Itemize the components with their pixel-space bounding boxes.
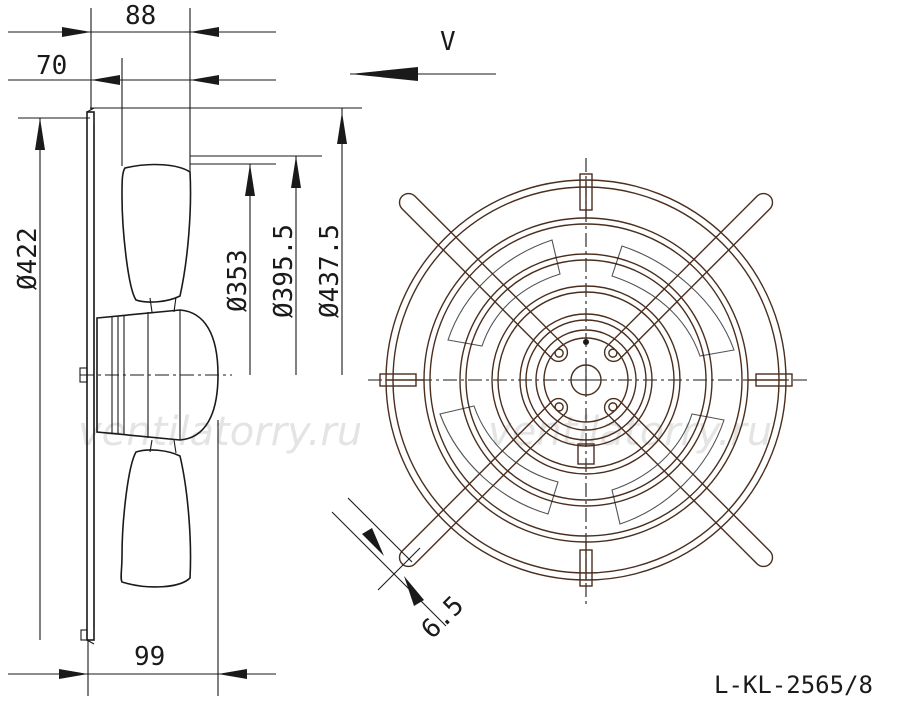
mounting-plate [86, 111, 95, 641]
watermark-right: ventilatorry.ru [488, 409, 772, 455]
dim-dia-437-5: Ø437.5 [315, 224, 345, 318]
dim-dia-395-5: Ø395.5 [269, 224, 299, 318]
side-dimensions: 88 70 99 Ø422 Ø353 Ø395.5 Ø437.5 [8, 1, 496, 696]
dim-70: 70 [36, 51, 67, 81]
hub-center [570, 364, 602, 396]
side-view [79, 107, 232, 645]
watermark-left: ventilatorry.ru [78, 409, 362, 455]
blade-bottom [120, 449, 192, 588]
front-view-guard [368, 158, 808, 604]
blade-top [121, 163, 192, 303]
dim-99: 99 [134, 642, 165, 672]
dim-dia-353: Ø353 [223, 249, 253, 312]
dim-6-5: 6.5 [416, 591, 470, 645]
bar-width-dimension: 6.5 [331, 497, 470, 645]
model-code: L-KL-2565/8 [714, 671, 873, 699]
dim-88: 88 [125, 1, 156, 31]
support-bars [398, 192, 774, 568]
view-label-v: V [440, 27, 456, 57]
dim-dia-422: Ø422 [13, 227, 43, 290]
